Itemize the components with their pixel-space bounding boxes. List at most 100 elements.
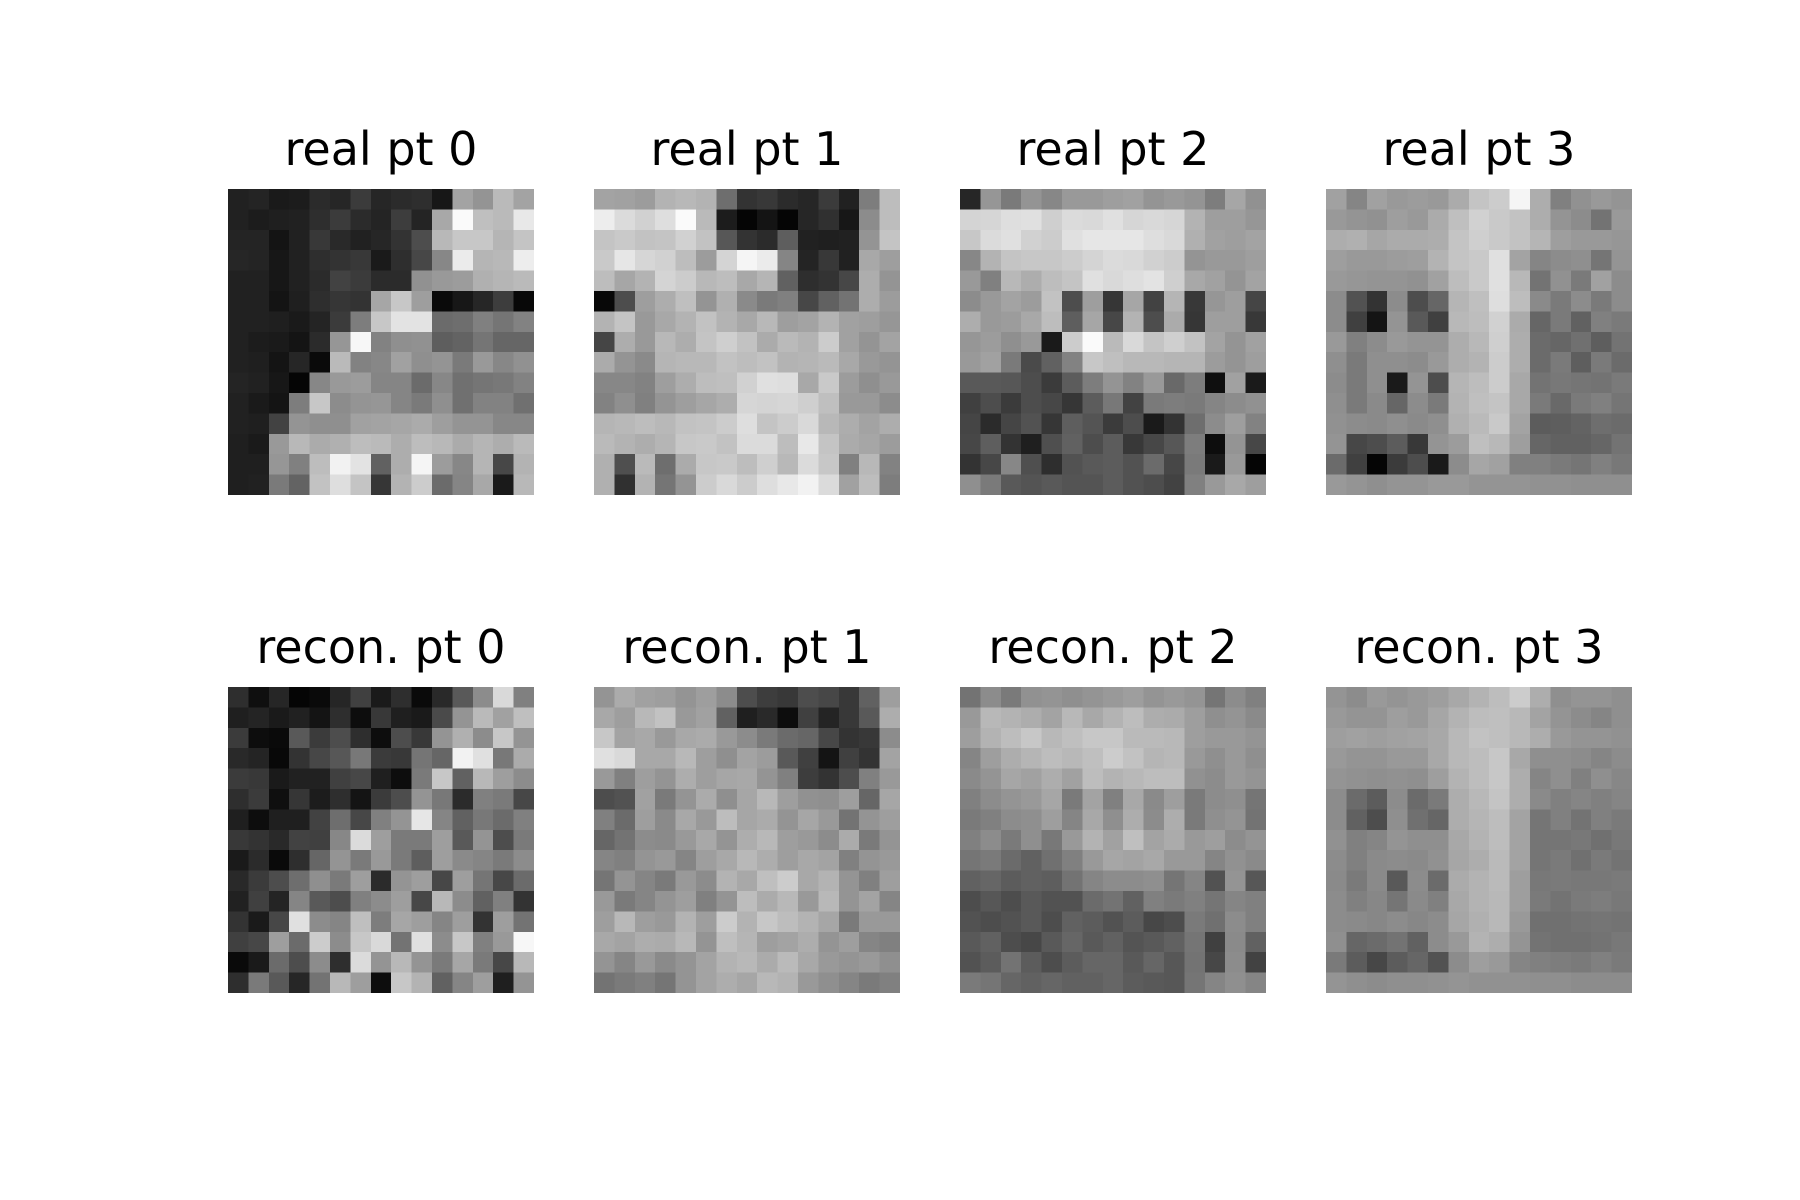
pixel-cell: [716, 870, 738, 892]
pixel-cell: [1164, 707, 1185, 729]
pixel-cell: [391, 789, 413, 810]
pixel-cell: [248, 209, 270, 231]
pixel-cell: [777, 829, 799, 851]
pixel-cell: [1550, 433, 1572, 455]
pixel-cell: [1164, 911, 1185, 933]
pixel-cell: [980, 687, 1002, 708]
pixel-cell: [757, 768, 779, 790]
pixel-cell: [411, 809, 433, 831]
pixel-cell: [1407, 189, 1429, 210]
pixel-cell: [1428, 931, 1449, 953]
pixel-cell: [1082, 850, 1104, 872]
pixel-cell: [1164, 393, 1185, 414]
pixel-cell: [472, 972, 494, 993]
pixel-cell: [1570, 809, 1592, 831]
pixel-cell: [1346, 372, 1368, 394]
pixel-cell: [1164, 250, 1185, 272]
pixel-cell: [228, 331, 249, 353]
pixel-cell: [696, 189, 717, 210]
pixel-cell: [980, 229, 1002, 251]
pixel-cell: [1611, 891, 1632, 912]
pixel-cell: [1468, 413, 1490, 435]
pixel-cell: [1428, 972, 1449, 993]
pixel-cell: [594, 474, 615, 495]
pixel-cell: [472, 454, 494, 476]
pixel-cell: [614, 413, 636, 435]
pixel-cell: [1591, 687, 1613, 708]
pixel-cell: [757, 748, 779, 770]
pixel-cell: [1489, 372, 1511, 394]
pixel-cell: [1366, 433, 1388, 455]
pixel-cell: [879, 707, 900, 729]
pixel-cell: [289, 474, 311, 495]
pixel-cell: [1489, 413, 1511, 435]
pixel-cell: [1387, 229, 1409, 251]
pixel-cell: [1041, 809, 1063, 831]
pixel-cell: [879, 372, 900, 394]
pixel-cell: [980, 372, 1002, 394]
pixel-cell: [1489, 870, 1511, 892]
pixel-cell: [1184, 768, 1206, 790]
pixel-cell: [1204, 454, 1226, 476]
pixel-cell: [1021, 311, 1043, 333]
pixel-cell: [1123, 829, 1145, 851]
pixel-cell: [1062, 413, 1083, 435]
pixel-cell: [757, 189, 779, 210]
pixel-cell: [655, 891, 677, 912]
pixel-cell: [370, 891, 392, 912]
pixel-cell: [1448, 311, 1470, 333]
pixel-cell: [1448, 189, 1470, 210]
pixel-cell: [838, 687, 860, 708]
pixel-cell: [777, 850, 799, 872]
pixel-cell: [1123, 189, 1145, 210]
pixel-cell: [350, 189, 372, 210]
pixel-cell: [289, 789, 311, 810]
pixel-cell: [513, 229, 534, 251]
pixel-cell: [879, 829, 900, 851]
pixel-cell: [1326, 931, 1347, 953]
pixel-cell: [1489, 189, 1511, 210]
pixel-cell: [675, 789, 697, 810]
pixel-cell: [268, 270, 290, 292]
pixel-cell: [1021, 829, 1043, 851]
pixel-cell: [859, 352, 881, 374]
pixel-cell: [1326, 870, 1347, 892]
pixel-cell: [1245, 891, 1266, 912]
pixel-cell: [1591, 952, 1613, 974]
pixel-cell: [1123, 393, 1145, 414]
pixel-cell: [960, 707, 981, 729]
pixel-cell: [757, 291, 779, 312]
pixel-cell: [1164, 291, 1185, 312]
pixel-cell: [1591, 433, 1613, 455]
pixel-cell: [1448, 789, 1470, 810]
pixel-cell: [228, 911, 249, 933]
pixel-cell: [370, 413, 392, 435]
pixel-cell: [634, 952, 656, 974]
pixel-cell: [1530, 911, 1551, 933]
pixel-cell: [757, 829, 779, 851]
patch-image: [960, 687, 1266, 993]
pixel-cell: [1326, 768, 1347, 790]
pixel-cell: [1550, 331, 1572, 353]
pixel-cell: [452, 454, 474, 476]
pixel-cell: [350, 291, 372, 312]
pixel-cell: [1164, 829, 1185, 851]
pixel-cell: [777, 433, 799, 455]
pixel-cell: [289, 687, 311, 708]
pixel-cell: [716, 829, 738, 851]
pixel-cell: [675, 687, 697, 708]
pixel-cell: [1164, 372, 1185, 394]
pixel-cell: [1062, 687, 1083, 708]
pixel-cell: [452, 748, 474, 770]
pixel-cell: [980, 331, 1002, 353]
pixel-cell: [1184, 829, 1206, 851]
pixel-cell: [1062, 931, 1083, 953]
pixel-cell: [1468, 952, 1490, 974]
pixel-cell: [1468, 291, 1490, 312]
pixel-cell: [330, 687, 351, 708]
pixel-cell: [960, 931, 981, 953]
pixel-cell: [1387, 952, 1409, 974]
pixel-cell: [1489, 331, 1511, 353]
pixel-cell: [411, 433, 433, 455]
pixel-cell: [1164, 189, 1185, 210]
